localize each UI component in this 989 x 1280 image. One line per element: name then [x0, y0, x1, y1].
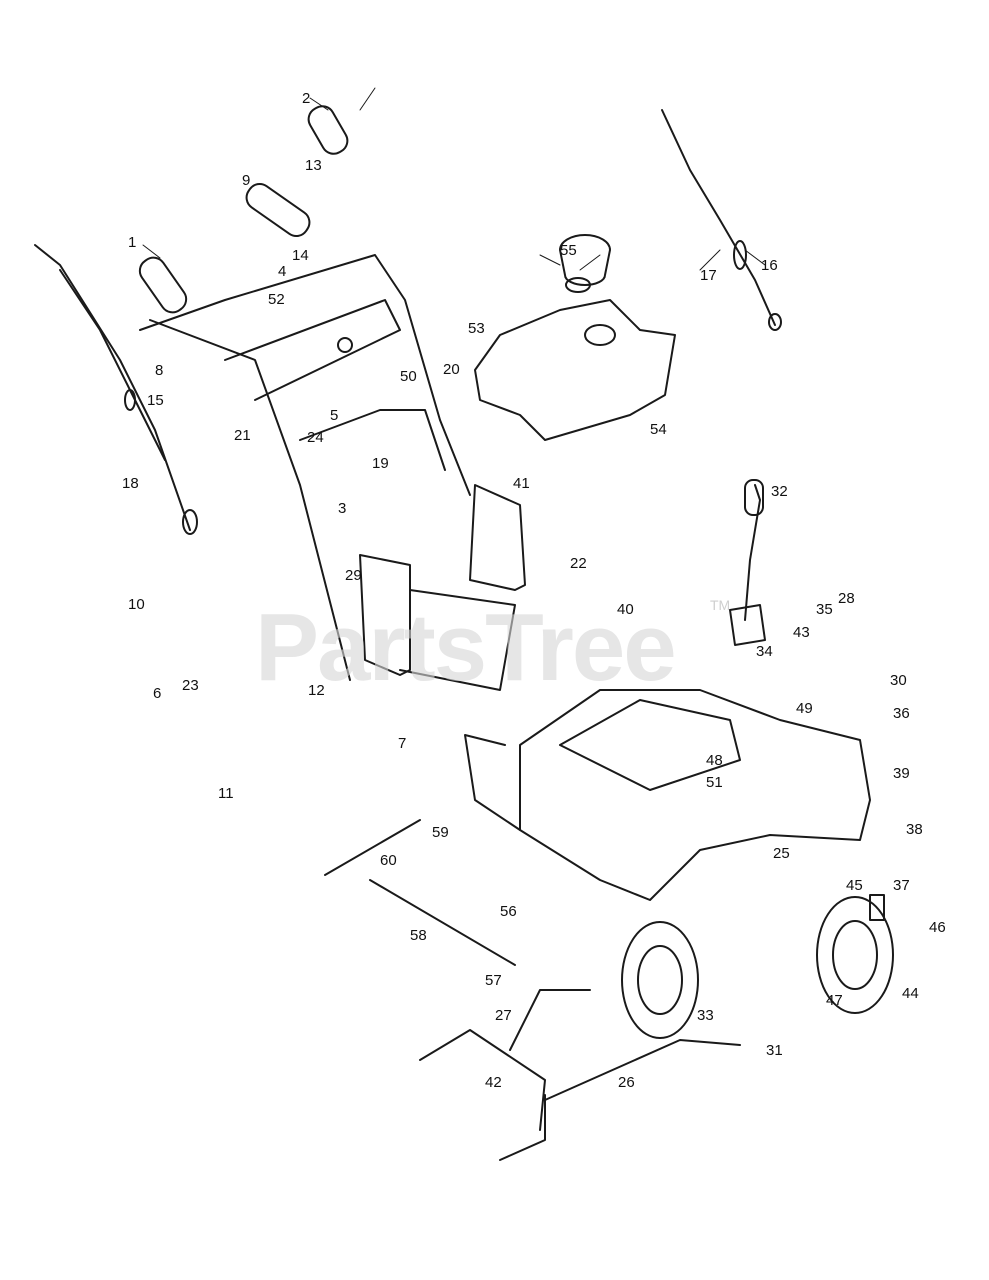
callout-6: 6 [153, 685, 161, 702]
callout-18: 18 [122, 475, 139, 492]
callout-53: 53 [468, 320, 485, 337]
cable-right [661, 109, 782, 331]
callout-27: 27 [495, 1007, 512, 1024]
callout-42: 42 [485, 1074, 502, 1091]
callout-labels: 1 2 3 4 5 6 7 8 9 10 11 12 13 14 15 16 1… [122, 90, 946, 1091]
callout-28: 28 [838, 590, 855, 607]
callout-23: 23 [182, 677, 199, 694]
callout-9: 9 [242, 172, 250, 189]
callout-26: 26 [618, 1074, 635, 1091]
leader-lines [142, 87, 766, 271]
callout-36: 36 [893, 705, 910, 722]
callout-33: 33 [697, 1007, 714, 1024]
callout-58: 58 [410, 927, 427, 944]
callout-56: 56 [500, 903, 517, 920]
callout-46: 46 [929, 919, 946, 936]
callout-34: 34 [756, 643, 773, 660]
callout-3: 3 [338, 500, 346, 517]
callout-21: 21 [234, 427, 251, 444]
callout-57: 57 [485, 972, 502, 989]
callout-5: 5 [330, 407, 338, 424]
chassis [464, 689, 871, 901]
callout-51: 51 [706, 774, 723, 791]
callout-19: 19 [372, 455, 389, 472]
watermark-trademark: TM [710, 597, 730, 613]
callout-47: 47 [826, 992, 843, 1009]
callout-37: 37 [893, 877, 910, 894]
callout-16: 16 [761, 257, 778, 274]
callout-59: 59 [432, 824, 449, 841]
callout-4: 4 [278, 263, 286, 280]
callout-40: 40 [617, 601, 634, 618]
callout-45: 45 [846, 877, 863, 894]
upper-handle [139, 254, 471, 681]
callout-17: 17 [700, 267, 717, 284]
callout-11: 11 [218, 785, 234, 802]
callout-7: 7 [398, 735, 406, 752]
callout-54: 54 [650, 421, 667, 438]
callout-2: 2 [302, 90, 310, 107]
callout-38: 38 [906, 821, 923, 838]
callout-24: 24 [307, 429, 324, 446]
callout-29: 29 [345, 567, 362, 584]
callout-55: 55 [560, 242, 577, 259]
cable-left [34, 244, 198, 535]
callout-12: 12 [308, 682, 325, 699]
callout-50: 50 [400, 368, 417, 385]
watermark-text: PartsTree [255, 594, 675, 701]
callout-39: 39 [893, 765, 910, 782]
handle-grips [138, 105, 349, 314]
callout-35: 35 [816, 601, 833, 618]
callout-10: 10 [128, 596, 145, 613]
callout-22: 22 [570, 555, 587, 572]
callout-13: 13 [305, 157, 322, 174]
callout-44: 44 [902, 985, 919, 1002]
callout-25: 25 [773, 845, 790, 862]
callout-20: 20 [443, 361, 460, 378]
frame-brackets [359, 484, 526, 691]
callout-30: 30 [890, 672, 907, 689]
callout-8: 8 [155, 362, 163, 379]
callout-43: 43 [793, 624, 810, 641]
callout-49: 49 [796, 700, 813, 717]
shift-lever [729, 479, 766, 646]
fuel-tank [474, 234, 676, 441]
callout-1: 1 [128, 234, 136, 251]
lower-linkage [324, 819, 741, 1161]
callout-48: 48 [706, 752, 723, 769]
callout-14: 14 [292, 247, 309, 264]
callout-60: 60 [380, 852, 397, 869]
wheels [621, 894, 894, 1039]
callout-41: 41 [513, 475, 530, 492]
callout-52: 52 [268, 291, 285, 308]
callout-32: 32 [771, 483, 788, 500]
callout-15: 15 [147, 392, 164, 409]
callout-31: 31 [766, 1042, 783, 1059]
